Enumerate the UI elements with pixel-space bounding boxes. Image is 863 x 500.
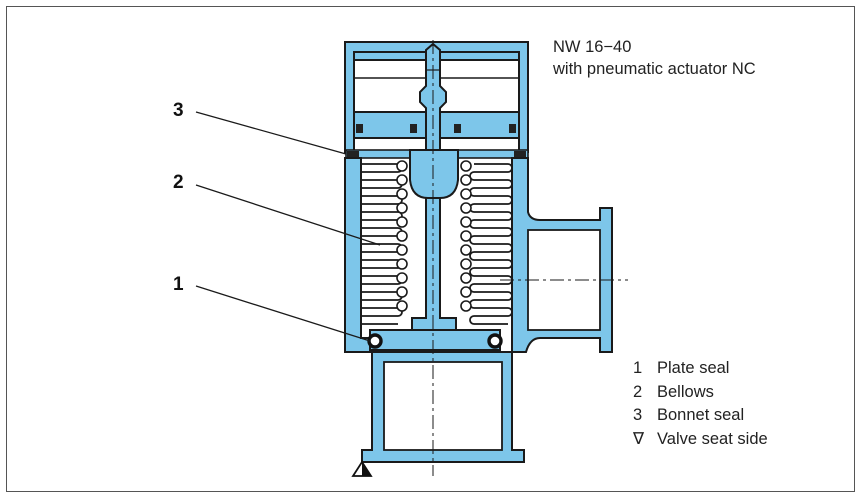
legend-label: Bellows	[657, 382, 714, 401]
callout-3: 3	[173, 100, 184, 121]
legend: 1 Plate seal 2 Bellows 3 Bonnet seal ∇ V…	[633, 357, 768, 451]
legend-label: Valve seat side	[657, 429, 768, 448]
legend-label: Plate seal	[657, 359, 730, 377]
legend-item: 3 Bonnet seal	[633, 404, 768, 428]
legend-label: Bonnet seal	[657, 406, 745, 424]
valve-seat-marker	[351, 460, 373, 477]
legend-item: ∇ Valve seat side	[633, 428, 768, 452]
legend-key: ∇	[633, 429, 645, 448]
piston-seals	[356, 124, 516, 133]
legend-key: 3	[633, 406, 643, 424]
valve-shaft	[409, 42, 459, 331]
diagram-title: NW 16−40 with pneumatic actuator NC	[553, 36, 756, 80]
title-line-2: with pneumatic actuator NC	[553, 60, 756, 78]
center-lines	[432, 40, 628, 476]
legend-item: 2 Bellows	[633, 381, 768, 405]
title-line-1: NW 16−40	[553, 38, 632, 56]
legend-item: 1 Plate seal	[633, 357, 768, 381]
diagram-frame	[6, 6, 855, 492]
legend-key: 1	[633, 359, 643, 377]
valve-plate	[367, 329, 503, 351]
spring-coils	[396, 160, 472, 312]
callout-1: 1	[173, 274, 184, 295]
callout-2: 2	[173, 172, 184, 193]
callout-leaders	[195, 111, 381, 342]
bellows	[360, 163, 512, 325]
legend-key: 2	[633, 382, 643, 401]
